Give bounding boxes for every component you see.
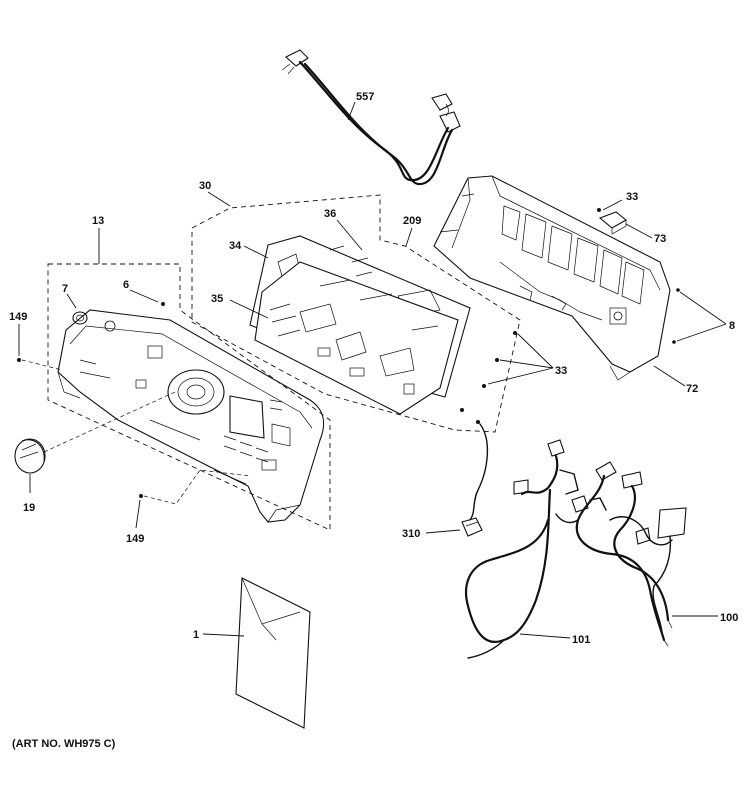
screw [17, 358, 21, 362]
callout-100: 100 [720, 612, 738, 624]
callout-149-top: 149 [9, 311, 27, 323]
callout-72: 72 [686, 383, 698, 395]
screw [597, 208, 601, 212]
screw [672, 340, 676, 344]
knob-alignment-line [43, 391, 176, 453]
callout-73: 73 [654, 233, 666, 245]
screw [482, 384, 486, 388]
callout-6: 6 [123, 279, 129, 291]
callout-7: 7 [62, 283, 68, 295]
callout-33-mid: 33 [555, 365, 567, 377]
callout-30: 30 [199, 180, 211, 192]
callout-310: 310 [402, 528, 420, 540]
callout-8: 8 [729, 320, 735, 332]
button-cap [72, 311, 88, 325]
console-group-outline [47, 263, 331, 531]
screw [513, 331, 517, 335]
screw [460, 408, 464, 412]
callout-33-top: 33 [626, 191, 638, 203]
screw [676, 288, 680, 292]
clip [598, 211, 627, 235]
art-number: (ART NO. WH975 C) [12, 738, 116, 750]
leader-lines [18, 101, 727, 639]
callout-209: 209 [403, 215, 421, 227]
callout-34: 34 [229, 240, 242, 252]
callout-13: 13 [92, 215, 104, 227]
screw [161, 302, 165, 306]
callout-101: 101 [572, 634, 590, 646]
board-group-outline [191, 194, 521, 433]
screw [139, 494, 143, 498]
wire-harness-100 [555, 461, 687, 647]
power-cord [281, 49, 461, 186]
knob [14, 438, 46, 474]
screw-alignment-line [21, 359, 63, 371]
screw-alignment-line [143, 469, 251, 505]
sensor-harness [461, 420, 489, 537]
owners-manual [235, 577, 311, 729]
callout-1: 1 [193, 629, 199, 641]
callout-36: 36 [324, 208, 336, 220]
wire-harness-101 [464, 439, 579, 659]
control-console [57, 309, 325, 523]
callout-149-bottom: 149 [126, 533, 144, 545]
callout-557: 557 [356, 91, 374, 103]
callout-35: 35 [211, 293, 223, 305]
ui-control-board [254, 261, 459, 415]
screw [495, 358, 499, 362]
backsplash-cover [433, 175, 671, 381]
callout-19: 19 [23, 502, 35, 514]
